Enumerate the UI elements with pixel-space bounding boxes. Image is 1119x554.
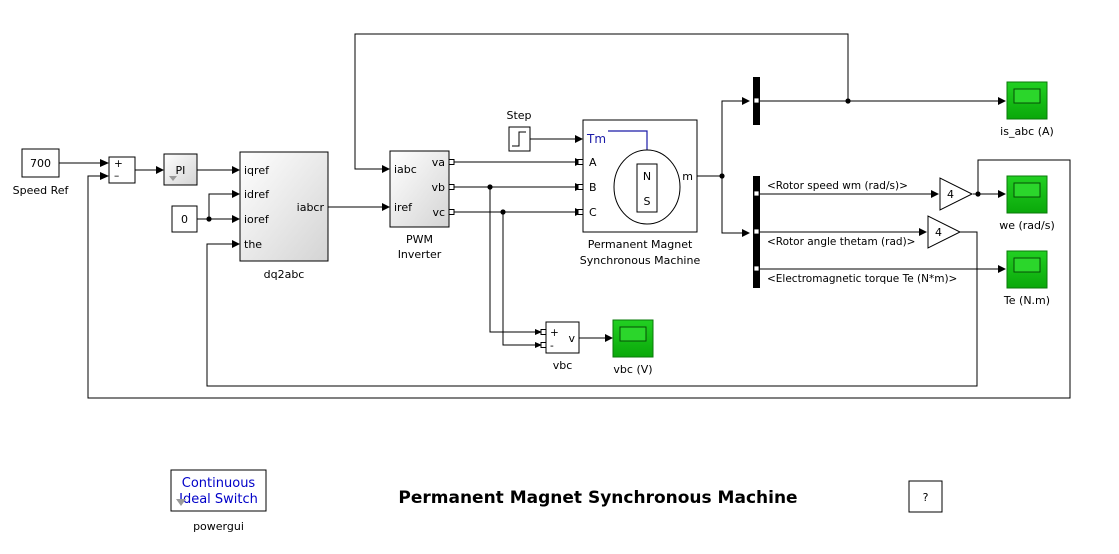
pmsm-conn-a xyxy=(577,159,584,165)
pmsm-block[interactable]: Tm A B C N S m Permanent Magnet Synchron… xyxy=(577,119,701,267)
vbc-label: vbc xyxy=(553,359,573,372)
pmsm-port-b: B xyxy=(589,181,597,194)
speed-ref-block[interactable]: 700 Speed Ref xyxy=(13,148,70,197)
scope-we-label: we (rad/s) xyxy=(999,219,1055,232)
pwm-output-vc: vc xyxy=(432,206,445,219)
scope-is-abc-screen xyxy=(1013,88,1041,104)
dq2abc-input-the: the xyxy=(244,238,262,251)
pmsm-conn-c xyxy=(577,209,584,215)
vbc-conn-plus xyxy=(540,329,547,335)
pmsm-output-m: m xyxy=(682,170,693,183)
dq2abc-input-ioref: ioref xyxy=(244,213,270,226)
pmsm-tm-line xyxy=(608,130,648,152)
powergui-line2: Ideal Switch xyxy=(179,492,258,507)
pmsm-port-a: A xyxy=(589,156,597,169)
pmsm-pole-n: N xyxy=(643,170,651,183)
pwm-inverter-block[interactable]: iabc iref va vb vc PWM Inverter xyxy=(389,150,455,261)
signal-rotor-angle: <Rotor angle thetam (rad)> xyxy=(767,236,915,248)
powergui-link-icon xyxy=(176,499,186,506)
pwm-output-vb: vb xyxy=(432,181,446,194)
gain-block-angle[interactable]: 4 xyxy=(927,215,962,249)
pmsm-port-tm: Tm xyxy=(586,132,606,146)
pwm-label-line2: Inverter xyxy=(398,248,442,261)
vbc-plus-sign: + xyxy=(550,327,559,339)
scope-te[interactable]: Te (N.m) xyxy=(1003,250,1050,307)
pmsm-label-line1: Permanent Magnet xyxy=(588,238,693,251)
vbc-output-v: v xyxy=(568,332,575,345)
dq2abc-output-iabcr: iabcr xyxy=(297,201,325,214)
scope-is-abc-label: is_abc (A) xyxy=(1000,125,1054,138)
pi-controller-block[interactable]: PI xyxy=(163,153,198,186)
speed-ref-value: 700 xyxy=(30,157,51,170)
library-link-icon xyxy=(169,176,177,181)
zero-constant-value: 0 xyxy=(181,213,188,226)
vbc-conn-minus xyxy=(540,342,547,348)
dq2abc-label: dq2abc xyxy=(264,268,305,281)
scope-is-abc[interactable]: is_abc (A) xyxy=(1000,81,1054,138)
wires xyxy=(59,33,1071,399)
step-label: Step xyxy=(506,109,531,122)
pwm-label-line1: PWM xyxy=(406,233,433,246)
dq2abc-block[interactable]: iqref idref ioref the iabcr dq2abc xyxy=(239,151,329,281)
pwm-input-iabc: iabc xyxy=(394,163,417,176)
help-button[interactable]: ? xyxy=(908,480,943,513)
scope-vbc[interactable]: vbc (V) xyxy=(612,319,654,376)
powergui-label: powergui xyxy=(193,520,244,533)
gain-block-speed[interactable]: 4 xyxy=(939,177,974,211)
gain-angle-value: 4 xyxy=(935,226,942,239)
sum-plus-sign: + xyxy=(114,158,123,170)
scope-vbc-screen xyxy=(619,326,647,342)
help-icon: ? xyxy=(923,491,929,504)
pi-label: PI xyxy=(176,164,186,177)
dq2abc-input-idref: idref xyxy=(244,188,270,201)
pmsm-rotor-icon xyxy=(636,163,658,213)
pwm-port-vb xyxy=(448,184,455,190)
pmsm-conn-b xyxy=(577,184,584,190)
scope-we-screen xyxy=(1013,182,1041,198)
pwm-output-va: va xyxy=(432,156,445,169)
scope-vbc-label: vbc (V) xyxy=(613,363,652,376)
signal-torque: <Electromagnetic torque Te (N*m)> xyxy=(767,273,957,285)
bus-ports xyxy=(753,97,760,272)
vbc-minus-sign: - xyxy=(550,340,554,352)
sum-block[interactable]: + – xyxy=(108,156,136,184)
signal-rotor-speed: <Rotor speed wm (rad/s)> xyxy=(767,180,908,192)
scope-we[interactable]: we (rad/s) xyxy=(999,175,1055,232)
gain-speed-value: 4 xyxy=(947,188,954,201)
scope-te-label: Te (N.m) xyxy=(1003,294,1050,307)
speed-ref-label: Speed Ref xyxy=(13,184,70,197)
pwm-input-iref: iref xyxy=(394,201,413,214)
sum-minus-sign: – xyxy=(114,170,119,182)
step-block[interactable]: Step xyxy=(506,109,532,152)
scope-te-screen xyxy=(1013,257,1041,273)
pmsm-pole-s: S xyxy=(644,195,651,208)
powergui-line1: Continuous xyxy=(182,476,256,491)
pwm-port-vc xyxy=(448,209,455,215)
powergui-block[interactable]: Continuous Ideal Switch powergui xyxy=(170,469,267,533)
pmsm-label-line2: Synchronous Machine xyxy=(580,254,701,267)
dq2abc-input-iqref: iqref xyxy=(244,164,270,177)
zero-constant-block[interactable]: 0 xyxy=(171,205,198,233)
pmsm-port-c: C xyxy=(589,206,597,219)
pwm-port-va xyxy=(448,159,455,165)
diagram-title: Permanent Magnet Synchronous Machine xyxy=(398,488,797,508)
vbc-measurement-block[interactable]: + - v vbc xyxy=(540,321,580,372)
